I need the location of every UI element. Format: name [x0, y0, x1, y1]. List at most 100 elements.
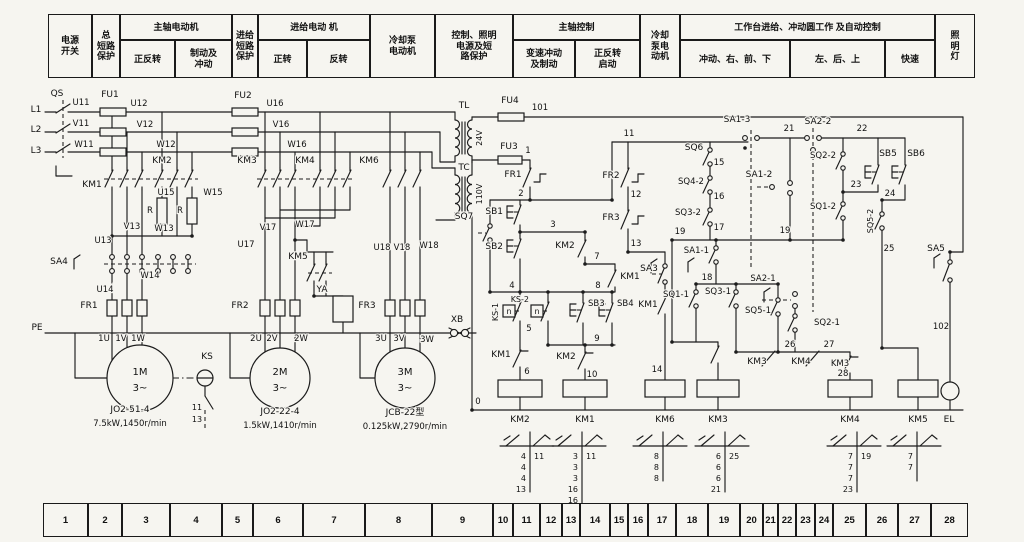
schematic-label: FR2	[602, 171, 619, 181]
schematic-label: 7	[594, 252, 599, 262]
schematic-label: SQ5-1	[745, 306, 771, 316]
wire	[532, 434, 546, 447]
wire	[503, 435, 511, 441]
wire	[257, 169, 267, 188]
contact-terminal	[840, 165, 846, 171]
component-box	[644, 379, 686, 398]
junction-dot	[670, 340, 674, 344]
wire	[859, 434, 873, 447]
column-number-5: 5	[222, 503, 253, 537]
wire	[605, 302, 614, 323]
terminal	[124, 254, 130, 260]
wire	[557, 434, 572, 447]
junction-dot	[626, 250, 630, 254]
contact-ref-number: 8	[654, 463, 659, 472]
schematic-label: U18	[373, 243, 390, 253]
wire	[931, 434, 938, 440]
contact-ref-number: 4	[521, 474, 526, 483]
schematic-label: 12	[631, 190, 642, 200]
schematic-label: U14	[96, 285, 113, 295]
schematic-label: SA2-2	[805, 117, 832, 127]
schematic-label: 2U	[250, 334, 262, 344]
schematic-label: FU2	[234, 91, 252, 101]
schematic-label: 25	[884, 244, 895, 254]
schematic-label: KM3	[747, 357, 766, 367]
column-number-1: 1	[43, 503, 88, 537]
component-box	[497, 155, 523, 165]
junction-dot	[734, 350, 738, 354]
schematic-label: 0	[475, 397, 480, 407]
component-box	[136, 299, 148, 317]
contact-ref-number: 6	[716, 463, 721, 472]
terminal	[170, 254, 176, 260]
wire	[577, 351, 587, 370]
component-box	[231, 107, 259, 117]
schematic-label: KM1	[575, 415, 594, 425]
column-number-20: 20	[740, 503, 763, 537]
schematic-label: V13	[124, 222, 141, 232]
contact-terminal	[662, 263, 668, 269]
schematic-label: KM1	[82, 180, 101, 190]
wire	[727, 434, 741, 447]
junction-dot	[880, 198, 884, 202]
schematic-label: KM3	[237, 156, 256, 166]
schematic-label: 2W	[294, 334, 308, 344]
column-number-12: 12	[540, 503, 562, 537]
wire	[169, 169, 179, 188]
schematic-label: W14	[140, 271, 159, 281]
contact-terminal	[713, 245, 719, 251]
junction-dot	[470, 408, 474, 412]
wire	[204, 395, 214, 410]
junction-dot	[312, 294, 316, 298]
schematic-label: 17	[714, 223, 725, 233]
schematic-label: W16	[287, 140, 306, 150]
component-box	[399, 299, 411, 317]
wire	[830, 435, 838, 441]
wire	[933, 253, 941, 259]
schematic-label: SQ4-2	[678, 177, 704, 187]
component-box	[502, 304, 516, 318]
schematic-label: W12	[156, 140, 175, 150]
column-number-25: 25	[833, 503, 866, 537]
component-box	[99, 127, 127, 137]
wire	[512, 301, 522, 322]
wire	[184, 169, 194, 188]
contact-ref-number: 7	[908, 463, 913, 472]
schematic-label: FR2	[231, 301, 248, 311]
wire	[73, 254, 81, 260]
contact-ref-number: 8	[654, 474, 659, 483]
component-box	[156, 197, 168, 225]
schematic-label: V17	[260, 223, 277, 233]
component-box	[530, 304, 544, 318]
header-cell-6: 控制、照明 电源及短 路保护	[435, 14, 513, 78]
wire	[700, 434, 715, 447]
terminal	[185, 268, 191, 274]
schematic-label: 110V	[475, 183, 484, 204]
contact-ref-number: 19	[861, 452, 871, 461]
junction-dot	[581, 290, 585, 294]
schematic-label: L2	[31, 125, 42, 135]
motor-circle	[106, 344, 174, 412]
terminal	[792, 291, 798, 297]
wire	[607, 269, 617, 288]
header-cell-8: 冷却 泵电 动机	[640, 14, 680, 78]
contact-ref-number: 7	[908, 452, 913, 461]
schematic-label: V12	[137, 120, 154, 130]
junction-dot	[948, 250, 952, 254]
wire	[636, 435, 644, 441]
schematic-label: 11	[192, 403, 202, 412]
schematic-label: KM1	[620, 272, 639, 282]
wire	[154, 169, 164, 188]
schematic-label: 5	[526, 324, 531, 334]
schematic-label: SQ2-2	[810, 151, 836, 161]
terminal	[139, 268, 145, 274]
contact-ref-number: 7	[848, 463, 853, 472]
schematic-label: 0.125kW,2790r/min	[363, 422, 447, 432]
schematic-label: U15	[157, 188, 174, 198]
transformer-winding	[454, 174, 461, 214]
contact-ref-number: 4	[521, 452, 526, 461]
schematic-label: KM5	[908, 415, 927, 425]
wire	[842, 355, 852, 374]
schematic-label: FR3	[358, 301, 375, 311]
schematic-label: 18	[702, 273, 713, 283]
